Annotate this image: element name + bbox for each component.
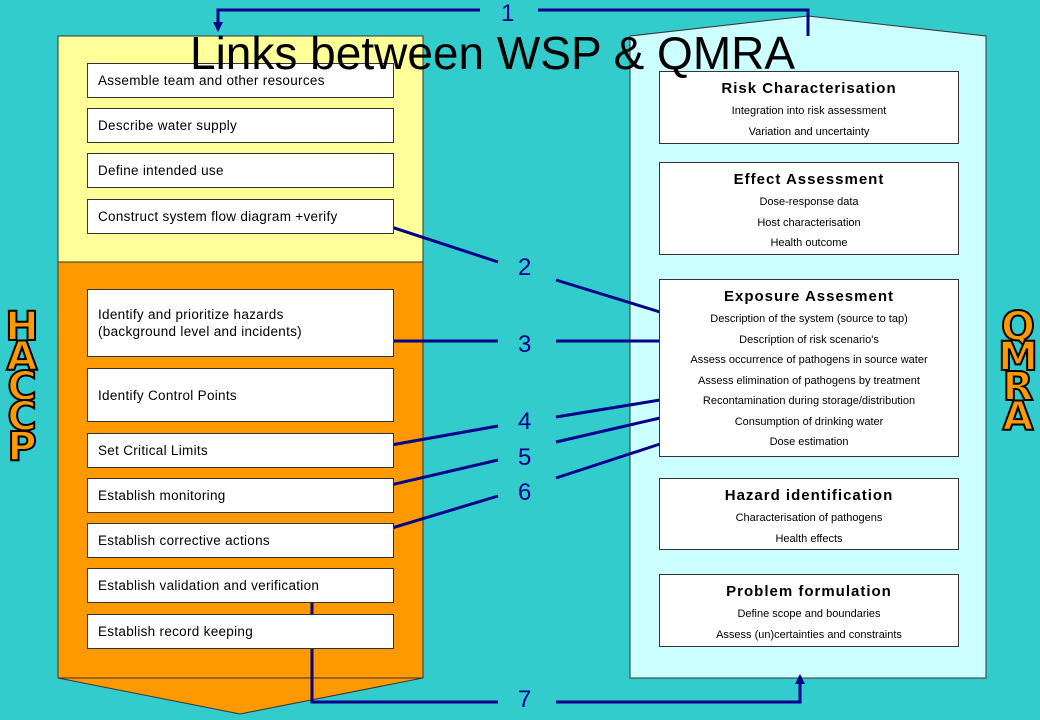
qmra-box-item: Dose estimation	[769, 436, 849, 448]
qmra-risk-characterisation: Risk Characterisation Integration into r…	[659, 71, 959, 144]
haccp-step-label: Establish monitoring	[98, 488, 226, 503]
haccp-vertical-label: H A C C P	[4, 304, 40, 470]
qmra-box-item: Recontamination during storage/distribut…	[702, 395, 916, 407]
qmra-box-item: Dose-response data	[759, 196, 859, 208]
haccp-step-assemble-team: Assemble team and other resources	[87, 63, 394, 98]
link-1-arrow	[213, 8, 810, 36]
haccp-step-label-line2: (background level and incidents)	[98, 324, 302, 339]
haccp-step-label: Establish validation and verification	[98, 578, 320, 593]
haccp-step-label: Set Critical Limits	[98, 443, 208, 458]
haccp-letter: H	[4, 304, 39, 350]
haccp-letter: P	[6, 424, 37, 470]
haccp-step-record-keeping: Establish record keeping	[87, 614, 394, 649]
haccp-letter: C	[6, 394, 37, 440]
qmra-hazard-identification: Hazard identification Characterisation o…	[659, 478, 959, 550]
qmra-box-item: Consumption of drinking water	[734, 415, 884, 428]
haccp-step-label: Describe water supply	[98, 118, 238, 133]
qmra-effect-assessment: Effect Assessment Dose-response data Hos…	[659, 162, 959, 255]
haccp-step-label: Construct system flow diagram +verify	[98, 209, 338, 224]
link-number-3: 3	[518, 331, 532, 358]
qmra-box-heading: Problem formulation	[726, 583, 892, 600]
link-number-4: 4	[518, 408, 532, 435]
qmra-box-item: Assess occurrence of pathogens in source…	[690, 354, 928, 366]
qmra-letter: A	[1002, 394, 1035, 440]
qmra-box-item: Integration into risk assessment	[731, 105, 887, 117]
haccp-step-label: Identify Control Points	[98, 387, 237, 403]
qmra-box-item: Health effects	[775, 532, 843, 545]
haccp-step-validation: Establish validation and verification	[87, 568, 394, 603]
haccp-step-control-points: Identify Control Points	[87, 368, 394, 422]
link-number-6: 6	[518, 479, 532, 506]
qmra-box-item: Health outcome	[770, 237, 848, 249]
qmra-box-heading: Exposure Assesment	[723, 288, 894, 305]
haccp-step-identify-hazards: Identify and prioritize hazards (backgro…	[87, 289, 394, 357]
qmra-box-heading: Hazard identification	[724, 487, 894, 504]
qmra-box-item: Description of the system (source to tap…	[710, 313, 908, 325]
qmra-box-item: Variation and uncertainty	[748, 125, 870, 138]
haccp-letter: A	[6, 334, 39, 380]
qmra-problem-formulation: Problem formulation Define scope and bou…	[659, 574, 959, 647]
qmra-box-item: Description of risk scenario's	[739, 333, 879, 346]
qmra-exposure-assessment: Exposure Assesment Description of the sy…	[659, 279, 959, 457]
haccp-step-label: Establish record keeping	[98, 624, 254, 639]
qmra-box-item: Host characterisation	[757, 216, 861, 229]
haccp-step-intended-use: Define intended use	[87, 153, 394, 188]
qmra-vertical-label: Q M R A	[997, 304, 1039, 440]
haccp-letter: C	[6, 364, 37, 410]
qmra-letter: M	[997, 334, 1039, 380]
qmra-box-item: Assess (un)certainties and constraints	[716, 628, 902, 641]
haccp-step-label: Define intended use	[98, 163, 224, 178]
haccp-step-corrective-actions: Establish corrective actions	[87, 523, 394, 558]
haccp-step-label: Establish corrective actions	[98, 533, 270, 548]
qmra-letter: R	[1002, 364, 1035, 410]
link-number-2: 2	[518, 254, 532, 281]
link-number-1: 1	[501, 0, 515, 27]
haccp-step-label: Assemble team and other resources	[98, 73, 325, 88]
qmra-letter: Q	[1000, 304, 1036, 350]
haccp-step-describe-supply: Describe water supply	[87, 108, 394, 143]
qmra-box-item: Assess elimination of pathogens by treat…	[698, 374, 920, 387]
link-number-7: 7	[518, 686, 532, 713]
link-number-5: 5	[518, 444, 532, 471]
qmra-box-heading: Risk Characterisation	[721, 80, 897, 97]
qmra-box-item: Characterisation of pathogens	[735, 512, 883, 524]
haccp-step-monitoring: Establish monitoring	[87, 478, 394, 513]
qmra-box-item: Define scope and boundaries	[737, 608, 881, 620]
haccp-step-label-line1: Identify and prioritize hazards	[98, 307, 284, 322]
haccp-step-critical-limits: Set Critical Limits	[87, 433, 394, 468]
page-title: Links between WSP & QMRA	[190, 27, 796, 79]
qmra-box-heading: Effect Assessment	[733, 171, 885, 188]
haccp-step-flow-diagram: Construct system flow diagram +verify	[87, 199, 394, 234]
